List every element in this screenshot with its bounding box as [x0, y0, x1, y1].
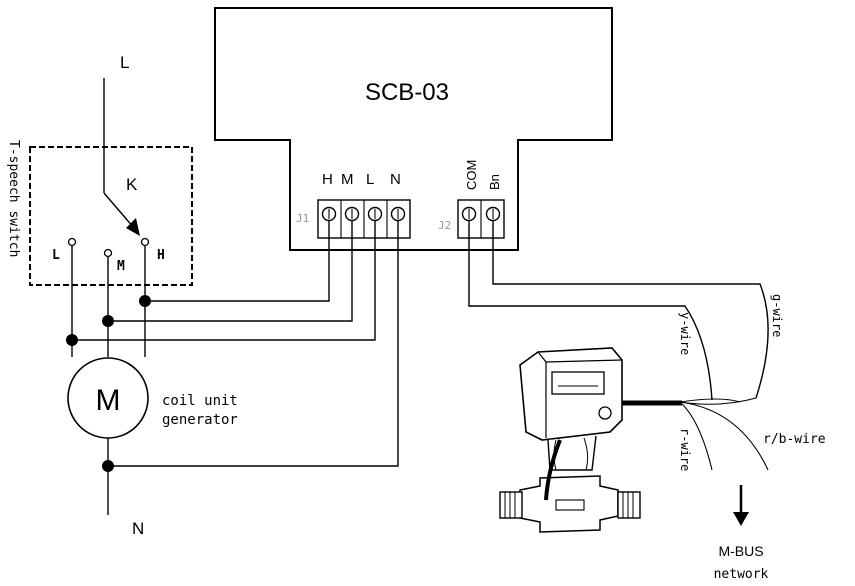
j2-label: J2: [438, 219, 451, 232]
j1-pin-n-label: N: [390, 171, 401, 188]
heat-meter-illustration: [499, 347, 682, 533]
switch-position-low-label: L: [52, 248, 60, 263]
switch-position-high-label: H: [157, 248, 165, 263]
motor-symbol-label: M: [96, 384, 121, 417]
bus-wires: [468, 221, 769, 471]
speed-wires: [71, 221, 399, 515]
network-label-line2: network: [714, 567, 769, 582]
controller-model-label: SCB-03: [365, 79, 449, 106]
motor-symbol: [67, 357, 149, 439]
j1-label: J1: [296, 212, 309, 225]
meter-wire-rb-label: r/b-wire: [763, 432, 826, 447]
j2-pin-bn-label: Bn: [487, 174, 502, 190]
speed-switch-box: [29, 146, 193, 286]
motor-label-line1: coil unit: [162, 393, 238, 409]
switch-contact-arm: [103, 192, 135, 229]
j2-terminals: [461, 206, 501, 222]
supply-neutral-label: N: [132, 519, 144, 538]
junction-dots: [66, 295, 151, 472]
switch-terminal-low: [67, 237, 77, 247]
j1-pin-m-label: M: [341, 171, 354, 188]
switch-contact-arrowhead: [126, 218, 140, 236]
meter-wire-g-label: g-wire: [770, 294, 784, 337]
switch-position-mid-label: M: [117, 259, 125, 274]
switch-terminal-mid: [103, 248, 113, 258]
mbus-arrow-icon: [733, 485, 749, 526]
supply-line-label: L: [120, 53, 129, 72]
j1-pin-l-label: L: [366, 171, 374, 188]
j1-terminals: [321, 206, 406, 222]
switch-terminal-high: [140, 237, 150, 247]
switch-contact-label: K: [126, 175, 138, 194]
meter-wire-r-label: r-wire: [678, 428, 692, 471]
controller-box: [214, 7, 613, 251]
network-label-line1: M-BUS: [718, 543, 763, 559]
j1-pin-h-label: H: [322, 171, 333, 188]
j2-pin-com-label: COM: [464, 160, 479, 190]
motor-label-line2: generator: [162, 412, 238, 428]
speed-switch-title: T-speech switch: [6, 140, 21, 257]
meter-wire-y-label: y-wire: [678, 312, 692, 355]
